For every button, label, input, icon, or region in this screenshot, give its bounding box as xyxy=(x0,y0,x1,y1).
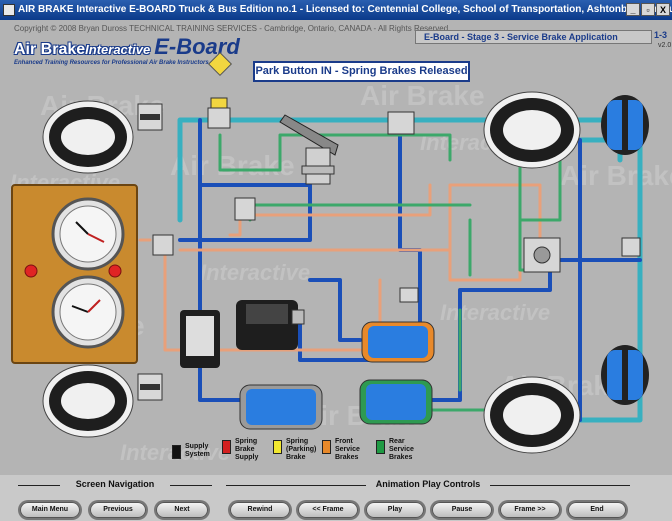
brake-drum-rear-left xyxy=(42,364,134,438)
legend-swatch xyxy=(222,440,231,454)
pause-button[interactable]: Pause xyxy=(432,502,492,518)
dash-gauge-panel xyxy=(11,184,138,364)
legend-spring-parking-brake: Spring (Parking) Brake xyxy=(273,438,316,462)
window-controls: _ ▫ X xyxy=(626,3,670,16)
air-dryer xyxy=(180,310,220,368)
main-menu-button[interactable]: Main Menu xyxy=(20,502,80,518)
close-button[interactable]: X xyxy=(656,3,670,16)
divider xyxy=(490,485,630,486)
divider xyxy=(226,485,366,486)
relay-valve xyxy=(523,237,561,273)
front-service-reservoir xyxy=(361,321,435,363)
legend-swatch xyxy=(172,445,181,459)
window-titlebar: AIR BRAKE Interactive E-BOARD Truck & Bu… xyxy=(0,0,672,20)
restore-button[interactable]: ▫ xyxy=(641,3,655,16)
app-icon xyxy=(3,4,15,16)
legend-swatch xyxy=(376,440,385,454)
copyright-text: Copyright © 2008 Bryan Duross TECHNICAL … xyxy=(14,24,449,33)
spring-brake-chamber-front-right xyxy=(601,95,649,155)
dash-park-valve xyxy=(207,97,231,129)
brake-chamber-rear-left xyxy=(137,373,163,401)
end-button[interactable]: End xyxy=(568,502,626,518)
play-button[interactable]: Play xyxy=(366,502,424,518)
brake-drum-front-right xyxy=(483,91,581,169)
prev-frame-button[interactable]: << Frame xyxy=(298,502,358,518)
logo-interactive: Interactive xyxy=(85,42,151,57)
previous-button[interactable]: Previous xyxy=(90,502,146,518)
page-number: 1-3 xyxy=(654,30,668,40)
brake-status-message: Park Button IN - Spring Brakes Released xyxy=(253,61,470,82)
animation-controls-group: Animation Play Controls Rewind << Frame … xyxy=(226,479,630,519)
screen-navigation-group: Screen Navigation Main Menu Previous Nex… xyxy=(18,479,212,519)
logo-tagline: Enhanced Training Resources for Professi… xyxy=(14,60,209,66)
divider xyxy=(18,485,60,486)
caution-sign-icon xyxy=(207,51,233,77)
screen-navigation-title: Screen Navigation xyxy=(75,479,155,489)
window-title: AIR BRAKE Interactive E-BOARD Truck & Bu… xyxy=(18,4,672,15)
legend-swatch xyxy=(322,440,331,454)
legend-rear-service-brakes: Rear Service Brakes xyxy=(376,438,414,462)
quick-release-valve-rear xyxy=(387,111,415,135)
check-valve xyxy=(399,287,419,303)
brake-drum-rear-right xyxy=(483,376,581,454)
legend-supply-system: Supply System xyxy=(172,443,210,459)
tee-fitting xyxy=(234,197,256,221)
next-frame-button[interactable]: Frame >> xyxy=(500,502,560,518)
legend-swatch xyxy=(273,440,282,454)
legend-label: Spring Brake Supply xyxy=(235,438,259,461)
legend-label: Supply System xyxy=(185,443,210,458)
legend-label: Rear Service Brakes xyxy=(389,438,414,461)
brake-chamber-front-left xyxy=(137,103,163,131)
axle-valve xyxy=(621,237,641,257)
navigation-bar: Screen Navigation Main Menu Previous Nex… xyxy=(0,475,672,521)
logo-eboard: E-Board xyxy=(154,34,240,59)
legend-spring-brake-supply: Spring Brake Supply xyxy=(222,438,258,462)
animation-controls-title: Animation Play Controls xyxy=(375,479,481,489)
watermark: Interactive xyxy=(200,260,311,285)
minimize-button[interactable]: _ xyxy=(626,3,640,16)
legend-front-service-brakes: Front Service Brakes xyxy=(322,438,360,462)
rewind-button[interactable]: Rewind xyxy=(230,502,290,518)
version-label: v2.0 xyxy=(658,42,672,49)
air-compressor xyxy=(236,300,305,350)
stage-title: E-Board - Stage 3 - Service Brake Applic… xyxy=(415,30,652,44)
supply-reservoir xyxy=(239,384,323,430)
watermark: Air Brake xyxy=(360,80,485,111)
brake-pedal-treadle-valve xyxy=(279,114,339,185)
next-button[interactable]: Next xyxy=(156,502,208,518)
legend-label: Front Service Brakes xyxy=(335,438,360,461)
legend-label: Spring (Parking) Brake xyxy=(286,438,317,461)
eboard-stage: Air Brake Interactive Air Brake Air Brak… xyxy=(0,20,672,475)
quick-release-valve-front xyxy=(152,234,174,256)
logo-air-brake: Air Brake xyxy=(14,41,86,58)
air-brake-schematic xyxy=(11,51,649,454)
rear-service-reservoir xyxy=(359,379,433,425)
brake-drum-front-left xyxy=(42,100,134,174)
watermark: Air Brake xyxy=(170,150,295,181)
spring-brake-chamber-rear-right xyxy=(601,345,649,405)
divider xyxy=(170,485,212,486)
